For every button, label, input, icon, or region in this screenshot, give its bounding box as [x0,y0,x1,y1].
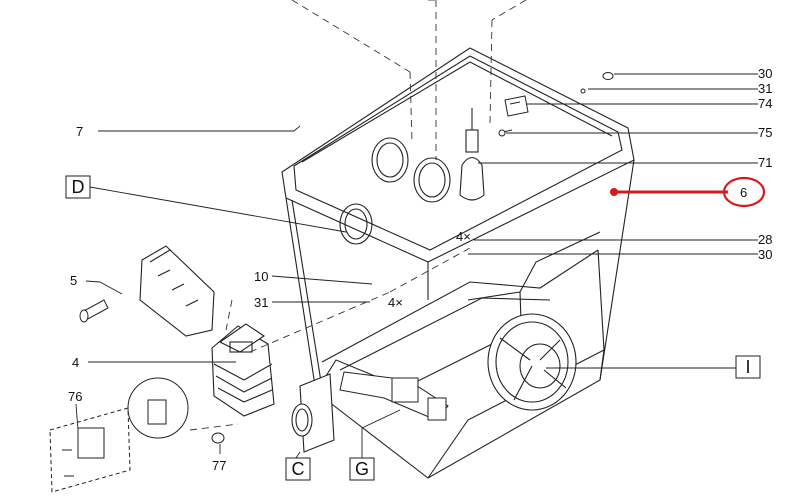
callout-box-D: D [65,175,91,199]
part-number-7: 7 [76,124,83,139]
motor-housing [211,323,275,417]
box-label-I: I [745,357,750,377]
callout-box-C: C [285,457,311,481]
part-6-highlight [610,176,766,208]
highlight-dot [610,188,618,196]
part-number-76: 76 [68,389,82,404]
leader-lines [75,73,758,459]
quantity-upper: 4× [456,229,471,244]
part-number-71: 71 [758,155,772,170]
part-number-5: 5 [70,273,77,288]
highlight-ring [722,176,766,208]
tank-body [281,47,635,479]
part-number-77: 77 [212,458,226,473]
lower-frame [339,371,449,421]
part-number-31-side: 31 [254,295,268,310]
pipe-elbow [291,373,335,453]
round-ports [339,137,451,245]
box-label-C: C [292,459,305,479]
callout-box-I: I [735,355,761,379]
fan-impeller [487,313,577,411]
screw-top [498,72,614,137]
part-number-4: 4 [72,355,79,370]
box-label-G: G [355,459,369,479]
float-sensor [459,108,485,201]
part-number-74: 74 [758,96,772,111]
plug-5 [79,299,109,323]
top-cover [139,245,215,337]
part-number-75: 75 [758,125,772,140]
part-numbers: 30 31 74 75 7 71 6 28 30 10 31 5 4 76 77… [68,66,772,473]
part-number-30-side: 30 [758,247,772,262]
part-number-31-top: 31 [758,81,772,96]
part-number-6: 6 [740,185,747,200]
part-number-10: 10 [254,269,268,284]
bracket-74 [504,95,529,117]
detail-inset [49,377,225,493]
callout-box-G: G [349,457,375,481]
part-number-30-top: 30 [758,66,772,81]
quantity-lower: 4× [388,295,403,310]
part-number-28: 28 [758,232,772,247]
box-label-D: D [72,177,85,197]
